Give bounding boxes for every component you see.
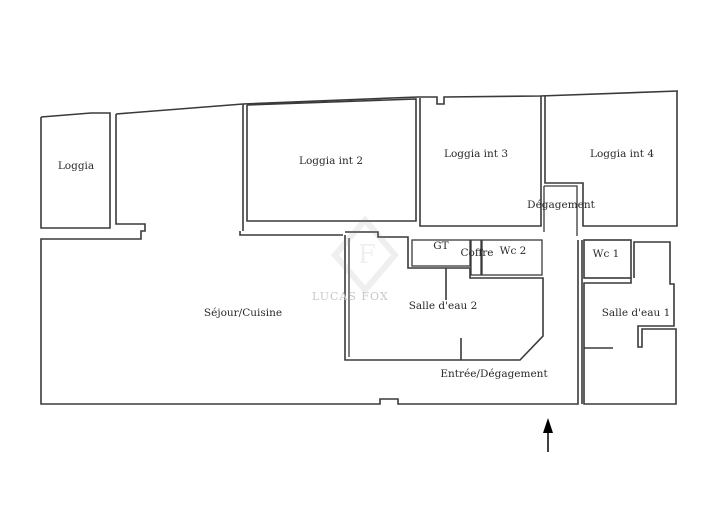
room-label-coffre: Coffre xyxy=(460,247,494,259)
room-label-sejour-cuisine: Séjour/Cuisine xyxy=(203,307,283,319)
room-label-loggia-int-2: Loggia int 2 xyxy=(298,155,364,167)
wall-wc-2 xyxy=(481,239,543,276)
wall-loggia xyxy=(40,112,111,229)
watermark-text: LUCAS FOX xyxy=(312,290,389,303)
room-label-loggia-int-4: Loggia int 4 xyxy=(589,148,655,160)
room-label-loggia-int-3: Loggia int 3 xyxy=(443,148,509,160)
wall-salle-deau-2 xyxy=(344,231,544,361)
wall-top xyxy=(242,90,679,105)
wall-salle-deau-1 xyxy=(583,241,677,405)
wall-loggia-int-3 xyxy=(419,96,542,227)
wall-coffre xyxy=(470,239,482,276)
room-label-salle-deau-1: Salle d'eau 1 xyxy=(601,307,671,319)
wall-loggia-int-2 xyxy=(246,98,417,222)
wall-loggia-int-4 xyxy=(544,91,678,227)
wall-gt xyxy=(411,239,471,267)
watermark-logo-icon: F xyxy=(331,215,399,295)
room-label-gt: GT xyxy=(433,240,449,252)
wall-top-1 xyxy=(115,103,244,115)
room-label-wc-2: Wc 2 xyxy=(499,245,527,257)
room-label-degagement: Dégagement xyxy=(527,199,595,211)
room-label-wc-1: Wc 1 xyxy=(592,248,620,260)
room-label-loggia: Loggia xyxy=(57,160,95,172)
entrance-arrow-icon xyxy=(543,418,553,452)
wall-wc-1 xyxy=(583,239,632,279)
svg-text:F: F xyxy=(358,240,376,270)
room-label-salle-deau-2: Salle d'eau 2 xyxy=(408,300,478,312)
room-label-entree-degagement: Entrée/Dégagement xyxy=(440,368,548,380)
wall-sejour-top-mid xyxy=(239,231,343,236)
wall-degagement-right xyxy=(544,185,578,236)
wall-sejour-upper xyxy=(40,114,579,405)
